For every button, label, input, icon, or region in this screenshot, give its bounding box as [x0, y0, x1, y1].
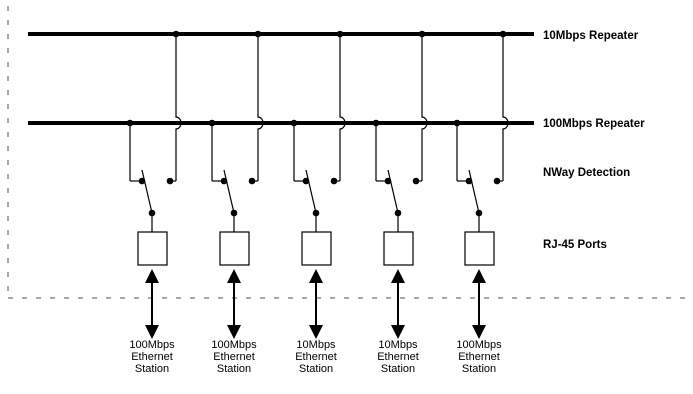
label-100mbps-repeater: 100Mbps Repeater — [543, 118, 645, 130]
junction-dot — [412, 177, 420, 185]
rj45-port-box — [464, 231, 495, 266]
junction-dot — [126, 119, 134, 127]
junction-dot — [148, 209, 156, 217]
junction-dot — [302, 177, 310, 185]
junction-dot — [166, 177, 174, 185]
tap-10mbps — [421, 34, 428, 181]
junction-dot — [453, 119, 461, 127]
station-label-speed: 100Mbps — [211, 339, 257, 351]
station-label-line2: Ethernet — [213, 351, 255, 363]
nway-switch-arm — [468, 169, 480, 214]
rj45-port-box — [137, 231, 168, 266]
nway-switch-arm — [305, 169, 317, 214]
station-label-line3: Station — [462, 363, 496, 375]
port-2 — [208, 30, 264, 339]
junction-dot — [248, 177, 256, 185]
tap-10mbps — [502, 34, 509, 181]
tap-10mbps — [339, 34, 346, 181]
nway-switch-arm — [141, 169, 153, 214]
station-label-line3: Station — [381, 363, 415, 375]
junction-dot — [418, 30, 426, 38]
rj45-port-box — [301, 231, 332, 266]
station-label-speed: 10Mbps — [296, 339, 336, 351]
junction-dot — [254, 30, 262, 38]
station-label-speed: 100Mbps — [456, 339, 502, 351]
junction-dot — [465, 177, 473, 185]
label-rj45-ports: RJ-45 Ports — [543, 239, 607, 251]
tap-10mbps — [175, 34, 182, 181]
port-circuits — [126, 30, 509, 339]
station-label-speed: 10Mbps — [378, 339, 418, 351]
port-3 — [290, 30, 346, 339]
label-10mbps-repeater: 10Mbps Repeater — [543, 30, 639, 42]
station-label-line3: Station — [217, 363, 251, 375]
junction-dot — [220, 177, 228, 185]
label-nway-detection: NWay Detection — [543, 167, 630, 179]
device-boundary — [7, 6, 688, 299]
junction-dot — [230, 209, 238, 217]
junction-dot — [493, 177, 501, 185]
station-label-line2: Ethernet — [295, 351, 337, 363]
rj45-port-box — [383, 231, 414, 266]
nway-switch-arm — [387, 169, 399, 214]
junction-dot — [312, 209, 320, 217]
station-label-speed: 100Mbps — [129, 339, 175, 351]
station-label-line2: Ethernet — [131, 351, 173, 363]
station-labels: 100MbpsEthernetStation100MbpsEthernetSta… — [129, 339, 502, 375]
rj45-port-box — [219, 231, 250, 266]
port-4 — [372, 30, 428, 339]
nway-switch-arm — [223, 169, 235, 214]
junction-dot — [384, 177, 392, 185]
station-label-line3: Station — [135, 363, 169, 375]
junction-dot — [499, 30, 507, 38]
station-label-line3: Station — [299, 363, 333, 375]
junction-dot — [330, 177, 338, 185]
junction-dot — [138, 177, 146, 185]
station-label-line2: Ethernet — [458, 351, 500, 363]
junction-dot — [475, 209, 483, 217]
junction-dot — [172, 30, 180, 38]
junction-dot — [394, 209, 402, 217]
tap-10mbps — [257, 34, 264, 181]
port-5 — [453, 30, 509, 339]
station-label-line2: Ethernet — [377, 351, 419, 363]
junction-dot — [372, 119, 380, 127]
junction-dot — [336, 30, 344, 38]
junction-dot — [208, 119, 216, 127]
port-1 — [126, 30, 182, 339]
junction-dot — [290, 119, 298, 127]
